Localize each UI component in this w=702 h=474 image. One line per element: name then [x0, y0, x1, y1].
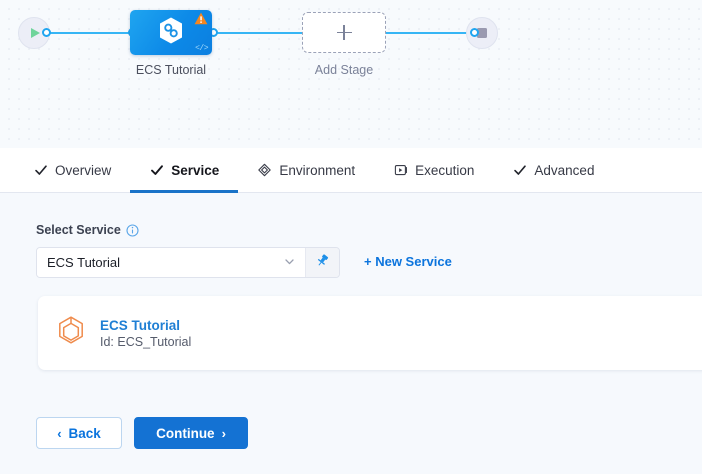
service-id-text: Id: ECS_Tutorial: [100, 334, 192, 349]
info-icon[interactable]: [126, 223, 139, 237]
harness-service-icon: [158, 16, 184, 49]
play-box-icon: [393, 163, 408, 178]
add-stage-label: Add Stage: [314, 63, 374, 77]
service-summary-card[interactable]: ECS Tutorial Id: ECS_Tutorial: [38, 296, 702, 370]
back-button[interactable]: ‹ Back: [36, 417, 122, 449]
chevron-down-icon: [283, 255, 296, 271]
stop-icon: [477, 28, 487, 38]
select-service-label: Select Service: [36, 223, 121, 237]
continue-button-label: Continue: [156, 425, 215, 441]
tab-advanced-label: Advanced: [534, 162, 595, 178]
check-icon: [33, 163, 48, 178]
layers-icon: [257, 163, 272, 178]
check-icon: [512, 163, 527, 178]
chevron-right-icon: ›: [221, 425, 226, 441]
tab-execution[interactable]: Execution: [374, 148, 493, 192]
continue-button[interactable]: Continue ›: [134, 417, 248, 449]
end-node[interactable]: [466, 17, 498, 49]
stage-config-tabbar: Overview Service Environment: [0, 148, 702, 193]
select-service-control[interactable]: ECS Tutorial: [36, 247, 340, 278]
tab-service-label: Service: [171, 162, 220, 178]
pin-service-button[interactable]: [306, 248, 339, 277]
play-icon: [31, 28, 40, 38]
select-service-label-row: Select Service: [36, 223, 139, 237]
chevron-left-icon: ‹: [57, 425, 62, 441]
new-service-link[interactable]: + New Service: [364, 254, 452, 269]
check-icon: [149, 163, 164, 178]
connector-stage-to-add: [214, 32, 302, 34]
tab-service[interactable]: Service: [130, 148, 239, 193]
service-dropdown[interactable]: ECS Tutorial: [37, 248, 306, 277]
warning-triangle-icon: [194, 12, 208, 25]
connector-start-to-stage: [44, 32, 134, 34]
tab-execution-label: Execution: [415, 162, 475, 178]
end-node-port[interactable]: [470, 28, 479, 37]
service-name-link[interactable]: ECS Tutorial: [100, 317, 181, 333]
connector-add-to-end: [386, 32, 474, 34]
tab-overview-label: Overview: [55, 162, 112, 178]
stage-node-ecs-tutorial[interactable]: </>: [130, 10, 212, 55]
stage-node-label: ECS Tutorial: [135, 63, 207, 77]
service-dropdown-value: ECS Tutorial: [47, 255, 120, 270]
start-node-port[interactable]: [42, 28, 51, 37]
tab-overview[interactable]: Overview: [14, 148, 130, 192]
cube-hexagon-icon: [56, 315, 86, 352]
service-summary-texts: ECS Tutorial Id: ECS_Tutorial: [100, 318, 191, 349]
pin-icon: [315, 253, 330, 273]
add-stage-node[interactable]: [302, 12, 386, 53]
tab-environment[interactable]: Environment: [238, 148, 374, 192]
code-brackets-icon[interactable]: </>: [195, 44, 208, 53]
tab-advanced[interactable]: Advanced: [493, 148, 613, 192]
pipeline-canvas[interactable]: </> ECS Tutorial Add Stage: [0, 0, 702, 148]
plus-icon-vertical: [343, 25, 345, 40]
back-button-label: Back: [68, 425, 101, 441]
tab-environment-label: Environment: [279, 162, 356, 178]
